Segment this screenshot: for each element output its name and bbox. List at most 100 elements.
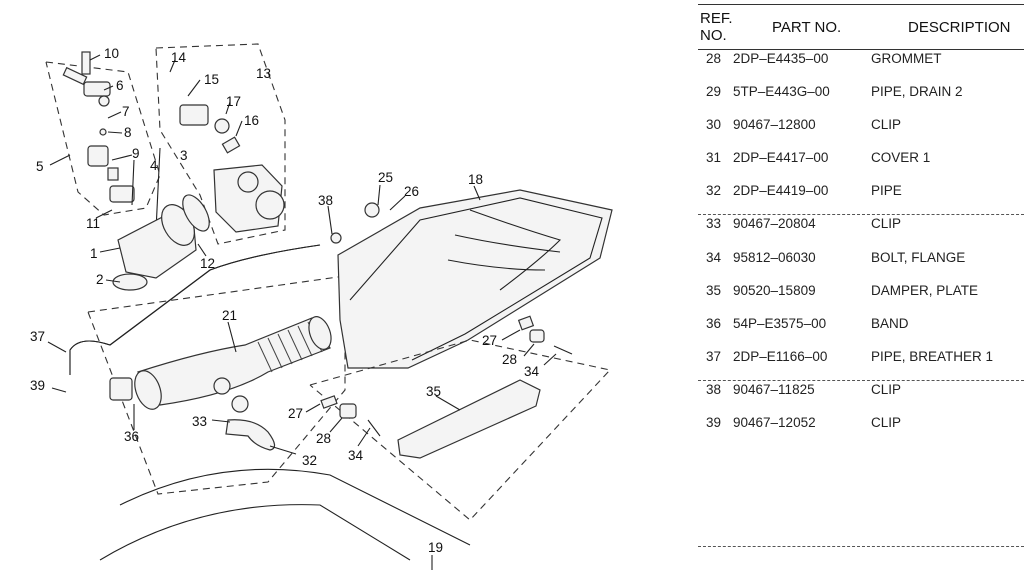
callout-8: 8 xyxy=(124,125,132,140)
description-cell: PIPE, BREATHER 1 xyxy=(871,349,994,364)
callout-28-upper: 28 xyxy=(502,352,517,367)
header-part-no: PART NO. xyxy=(772,19,842,36)
group-separator xyxy=(698,546,1024,547)
callout-1: 1 xyxy=(90,246,98,261)
callout-11: 11 xyxy=(86,216,100,231)
callout-39: 39 xyxy=(30,378,45,393)
callout-34-lower: 34 xyxy=(348,448,364,463)
throttle-body-joint xyxy=(112,194,210,291)
callout-17: 17 xyxy=(226,94,241,109)
callout-4: 4 xyxy=(150,158,158,173)
part-no-cell: 2DP–E4417–00 xyxy=(733,150,829,165)
ref-cell: 33 xyxy=(706,216,722,231)
table-row: 37 2DP–E1166–00 PIPE, BREATHER 1 xyxy=(698,349,1024,369)
description-cell: GROMMET xyxy=(871,51,942,66)
ref-cell: 30 xyxy=(706,117,722,132)
table-row: 31 2DP–E4417–00 COVER 1 xyxy=(698,150,1024,170)
callout-27-upper: 27 xyxy=(482,333,497,348)
injector-assembly xyxy=(62,51,161,231)
header-description: DESCRIPTION xyxy=(908,19,1011,36)
callout-14: 14 xyxy=(171,50,187,65)
group-outline-5 xyxy=(45,61,161,216)
air-cleaner-case xyxy=(330,189,613,369)
part-no-cell: 2DP–E4419–00 xyxy=(733,183,829,198)
description-cell: COVER 1 xyxy=(871,150,931,165)
part-no-cell: 2DP–E4435–00 xyxy=(733,51,829,66)
filter-outline xyxy=(119,468,471,546)
callout-34-upper: 34 xyxy=(524,364,540,379)
ref-cell: 28 xyxy=(706,51,722,66)
part-no-cell: 90467–12800 xyxy=(733,117,816,132)
callout-2: 2 xyxy=(96,272,104,287)
ref-cell: 32 xyxy=(706,183,722,198)
table-row: 34 95812–06030 BOLT, FLANGE xyxy=(698,250,1024,270)
ref-cell: 35 xyxy=(706,283,722,298)
group-outline-35 xyxy=(309,339,612,521)
callout-13: 13 xyxy=(256,66,271,81)
description-cell: CLIP xyxy=(871,415,902,430)
group-separator xyxy=(698,380,1024,381)
callout-10: 10 xyxy=(104,46,119,61)
table-row: 35 90520–15809 DAMPER, PLATE xyxy=(698,283,1024,303)
description-cell: CLIP xyxy=(871,216,902,231)
ref-cell: 37 xyxy=(706,349,722,364)
ref-cell: 29 xyxy=(706,84,722,99)
description-cell: CLIP xyxy=(871,117,902,132)
group-outline-13 xyxy=(155,43,286,245)
callout-37: 37 xyxy=(30,329,45,344)
callout-32: 32 xyxy=(302,453,317,468)
table-row: 33 90467–20804 CLIP xyxy=(698,216,1024,236)
group-outline-21 xyxy=(87,275,346,495)
part-no-cell: 90467–20804 xyxy=(733,216,816,231)
part-no-cell: 95812–06030 xyxy=(733,250,816,265)
ref-cell: 34 xyxy=(706,250,722,265)
part-no-cell: 2DP–E1166–00 xyxy=(733,349,828,364)
callout-5: 5 xyxy=(36,159,44,174)
part-no-cell: 90467–12052 xyxy=(733,415,816,430)
callout-19: 19 xyxy=(428,540,443,555)
group-separator xyxy=(698,214,1024,215)
part-no-cell: 90467–11825 xyxy=(733,382,815,397)
callout-33: 33 xyxy=(192,414,207,429)
table-row: 38 90467–11825 CLIP xyxy=(698,382,1024,402)
exploded-parts-diagram: 10 6 14 15 13 7 8 17 16 5 9 4 3 2 11 1 1… xyxy=(30,43,613,570)
callout-16: 16 xyxy=(244,113,259,128)
callout-labels: 10 6 14 15 13 7 8 17 16 5 9 4 3 2 11 1 1… xyxy=(30,46,540,555)
callout-18: 18 xyxy=(468,172,483,187)
table-row: 39 90467–12052 CLIP xyxy=(698,415,1024,435)
table-header: REF.NO. PART NO. DESCRIPTION xyxy=(698,4,1024,50)
part-no-cell: 54P–E3575–00 xyxy=(733,316,827,331)
description-cell: DAMPER, PLATE xyxy=(871,283,979,298)
callout-6: 6 xyxy=(116,78,124,93)
callout-7: 7 xyxy=(122,104,130,119)
description-cell: PIPE xyxy=(871,183,902,198)
callout-26: 26 xyxy=(404,184,419,199)
ref-cell: 36 xyxy=(706,316,722,331)
part-no-cell: 90520–15809 xyxy=(733,283,816,298)
callout-9: 9 xyxy=(132,146,140,161)
callout-36: 36 xyxy=(124,429,139,444)
table-row: 36 54P–E3575–00 BAND xyxy=(698,316,1024,336)
description-cell: BAND xyxy=(871,316,909,331)
ref-cell: 39 xyxy=(706,415,722,430)
small-parts xyxy=(225,329,573,451)
description-cell: BOLT, FLANGE xyxy=(871,250,966,265)
description-cell: CLIP xyxy=(871,382,902,397)
leader-lines xyxy=(47,54,557,455)
callout-35: 35 xyxy=(426,384,441,399)
throttle-body xyxy=(179,104,285,233)
ref-cell: 31 xyxy=(706,150,722,165)
callout-21: 21 xyxy=(222,308,237,323)
intake-duct xyxy=(109,316,332,410)
callout-25: 25 xyxy=(378,170,393,185)
table-row: 28 2DP–E4435–00 GROMMET xyxy=(698,51,1024,71)
table-row: 32 2DP–E4419–00 PIPE xyxy=(698,183,1024,203)
callout-28-lower: 28 xyxy=(316,431,331,446)
ref-cell: 38 xyxy=(706,382,722,397)
damper-plate xyxy=(397,379,541,459)
description-cell: PIPE, DRAIN 2 xyxy=(871,84,963,99)
callout-12: 12 xyxy=(200,256,215,271)
diagram-svg: 10 6 14 15 13 7 8 17 16 5 9 4 3 2 11 1 1… xyxy=(30,43,613,570)
callout-15: 15 xyxy=(204,72,219,87)
